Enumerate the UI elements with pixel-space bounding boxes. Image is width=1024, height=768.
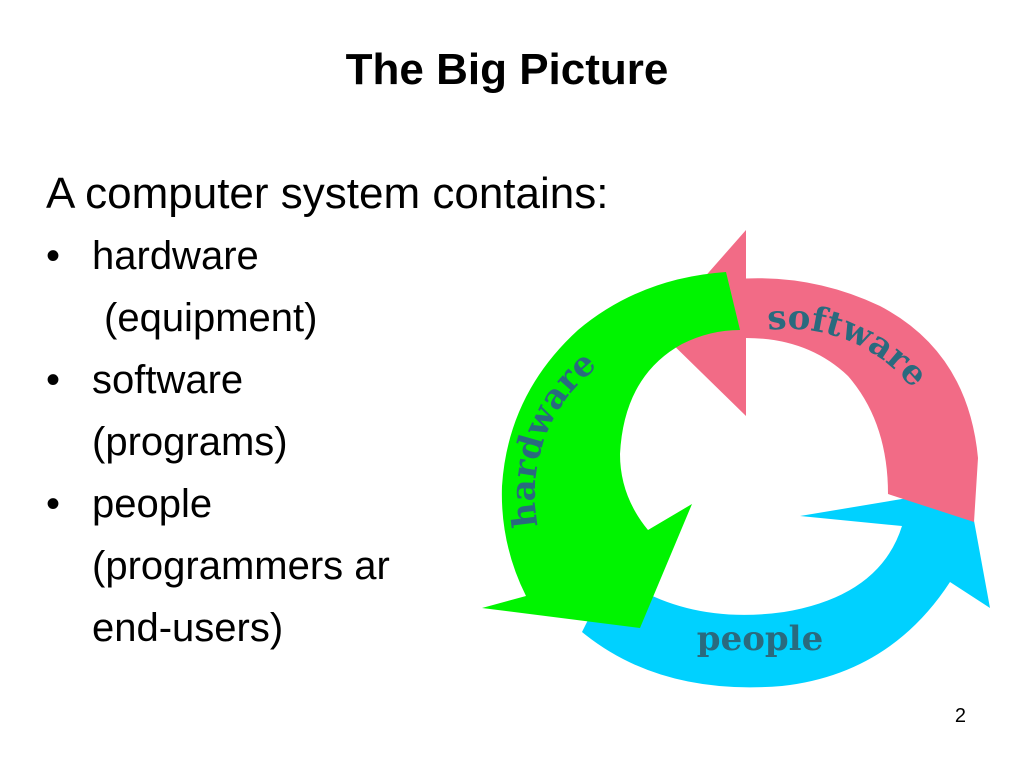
slide-title: The Big Picture — [345, 45, 669, 94]
bullet-people-term: people — [92, 482, 213, 526]
cycle-diagram: hardware software people — [482, 230, 990, 688]
bullet-people-detail-line2: end-users) — [92, 606, 284, 650]
people-label: people — [697, 619, 823, 659]
people-arrow — [582, 488, 990, 688]
bullet-software-term: software — [92, 358, 244, 402]
software-arrow — [658, 230, 978, 522]
bullet-people-detail-line1: (programmers ar — [92, 544, 390, 588]
page-number: 2 — [954, 705, 966, 727]
bullet-hardware-term: hardware — [92, 234, 259, 278]
bullet-hardware-detail: (equipment) — [104, 296, 318, 340]
hardware-arrow — [482, 272, 740, 628]
bullet-people-dot: • — [46, 482, 61, 526]
bullet-software-dot: • — [46, 358, 61, 402]
intro-text: A computer system contains: — [46, 169, 609, 218]
software-label: software — [766, 297, 936, 394]
bullet-hardware-dot: • — [46, 234, 61, 278]
bullet-software-detail: (programs) — [92, 420, 288, 464]
